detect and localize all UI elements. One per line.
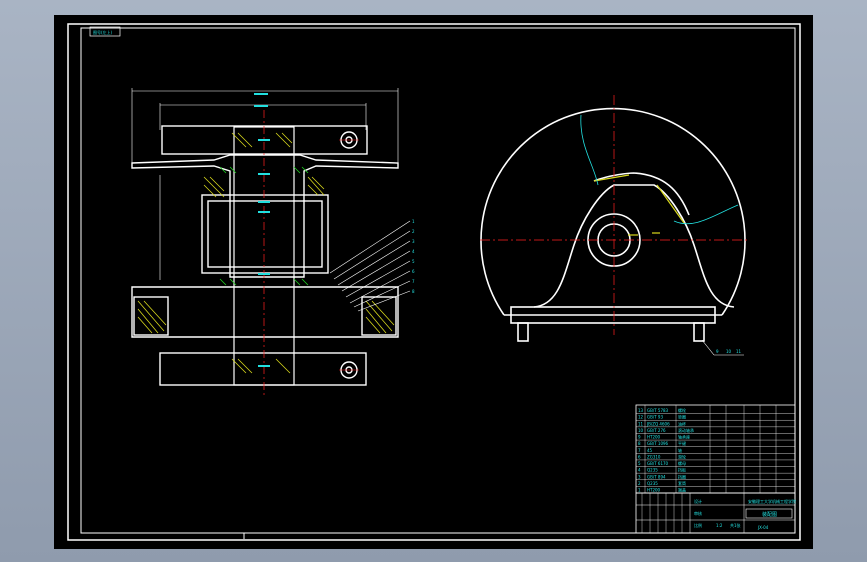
tb-check: 审核 (694, 510, 702, 516)
parts-row-idx: 4 (638, 468, 641, 473)
callout-3: 3 (412, 239, 415, 244)
parts-row-code: Q235 (647, 481, 658, 486)
tb-scale-value: 1:2 (716, 523, 723, 528)
tb-drawing-no: JX-04 (757, 525, 769, 530)
inner-hub-bore (207, 200, 323, 268)
side-view-centerlines (480, 95, 748, 335)
parts-row-code: 45 (647, 448, 653, 453)
cad-drawing-canvas[interactable]: 图号(左上) (54, 15, 813, 549)
callout-5: 5 (412, 259, 415, 264)
parts-row-idx: 6 (638, 454, 641, 459)
tb-design: 设计 (694, 498, 702, 504)
part-leaders (329, 220, 411, 312)
parts-row-code: GB/T 93 (647, 415, 663, 420)
parts-row-code: ZG310 (647, 454, 661, 459)
side-view-hatching (593, 174, 685, 236)
housing-top-arc (593, 172, 690, 216)
parts-row-name: 轴 (678, 447, 682, 453)
parts-row-code: Q235 (647, 468, 658, 473)
callout-10: 10 (726, 349, 732, 354)
corner-tag-box (89, 26, 121, 37)
parts-row-idx: 2 (638, 481, 641, 486)
outer-frame (67, 23, 801, 541)
callout-7: 7 (412, 279, 415, 284)
callout-2: 2 (412, 229, 415, 234)
parts-row-code: GB/T 276 (647, 428, 666, 433)
left-bolt (517, 322, 529, 342)
corner-tag-text: 图号(左上) (93, 29, 113, 35)
break-line-right (673, 204, 739, 225)
parts-row-name: 挡圈 (678, 473, 686, 479)
lower-rim (131, 286, 399, 338)
parts-row-name: 挡板 (678, 467, 686, 473)
rim-left-section (133, 296, 169, 336)
parts-row-idx: 1 (638, 488, 641, 493)
parts-row-code: GB/T 6170 (647, 461, 669, 466)
parts-row-code: HT200 (647, 488, 661, 493)
parts-row-name: 平键 (678, 440, 686, 446)
shaft-dimension-labels (254, 93, 270, 367)
bearing-marks (219, 166, 309, 286)
bearing-housing-outline (533, 184, 735, 308)
parts-row-idx: 9 (638, 435, 641, 440)
callout-1: 1 (412, 219, 415, 224)
parts-row-idx: 8 (638, 441, 641, 446)
drawing-viewport[interactable]: 图号(左上) (54, 15, 813, 549)
title-block-grid (641, 493, 683, 533)
inner-hub (201, 194, 329, 274)
parts-row-name: 油杯 (678, 420, 686, 426)
tb-drawing-name: 装配图 (762, 511, 777, 518)
parts-row-name: 螺母 (678, 460, 686, 466)
base-plate (510, 306, 716, 324)
callout-9: 9 (716, 349, 719, 354)
section-hatching (137, 132, 395, 374)
callout-11: 11 (736, 349, 742, 354)
parts-row-name: 滚动轴承 (678, 427, 694, 433)
dimension-lines (131, 88, 399, 280)
parts-row-idx: 11 (638, 421, 644, 426)
parts-row-idx: 7 (638, 448, 641, 453)
parts-row-idx: 12 (638, 415, 644, 420)
parts-row-idx: 3 (638, 474, 641, 479)
bottom-housing (159, 352, 367, 386)
upper-housing (161, 125, 368, 155)
right-callouts: 9 10 11 (701, 339, 744, 356)
drawing-name-box (745, 508, 793, 519)
callout-4: 4 (412, 249, 415, 254)
parts-row-name: 螺栓 (678, 407, 686, 413)
inner-frame (80, 27, 796, 534)
pulley-outer-arc (480, 107, 746, 316)
callout-8: 8 (412, 289, 415, 294)
parts-row-name: 滑轮 (678, 453, 686, 459)
parts-row-code: HT200 (647, 435, 661, 440)
right-bolt (693, 322, 705, 342)
callout-6: 6 (412, 269, 415, 274)
parts-row-name: 端盖 (678, 487, 686, 493)
parts-row-idx: 5 (638, 461, 641, 466)
parts-row-idx: 10 (638, 428, 644, 433)
parts-row-code: GB/T 5783 (647, 408, 669, 413)
break-line-top (580, 114, 599, 186)
parts-row-code: GB/T 1096 (647, 441, 669, 446)
title-block[interactable]: 安徽理工大学机械工程学院 装配图 JX-04 设计 审核 比例 1:2 共1张 (635, 492, 796, 534)
parts-row-code: JB/ZQ 4606 (646, 421, 670, 426)
callout-numbers: 1 2 3 4 5 6 7 8 (412, 219, 415, 294)
rim-right-section (361, 296, 397, 336)
parts-row-name: 轴承座 (678, 434, 690, 440)
title-block-frame (635, 492, 796, 534)
tb-sheet: 共1张 (730, 522, 741, 528)
tb-scale-label: 比例 (694, 522, 702, 528)
tb-school: 安徽理工大学机械工程学院 (748, 498, 796, 504)
section-view[interactable] (131, 88, 399, 395)
parts-row-name: 垫圈 (678, 414, 686, 420)
parts-row-code: GB/T 894 (647, 474, 666, 479)
parts-row-name: 套筒 (678, 480, 686, 486)
wheel-flange (131, 154, 399, 278)
side-view[interactable] (480, 107, 746, 342)
parts-row-idx: 13 (638, 408, 644, 413)
